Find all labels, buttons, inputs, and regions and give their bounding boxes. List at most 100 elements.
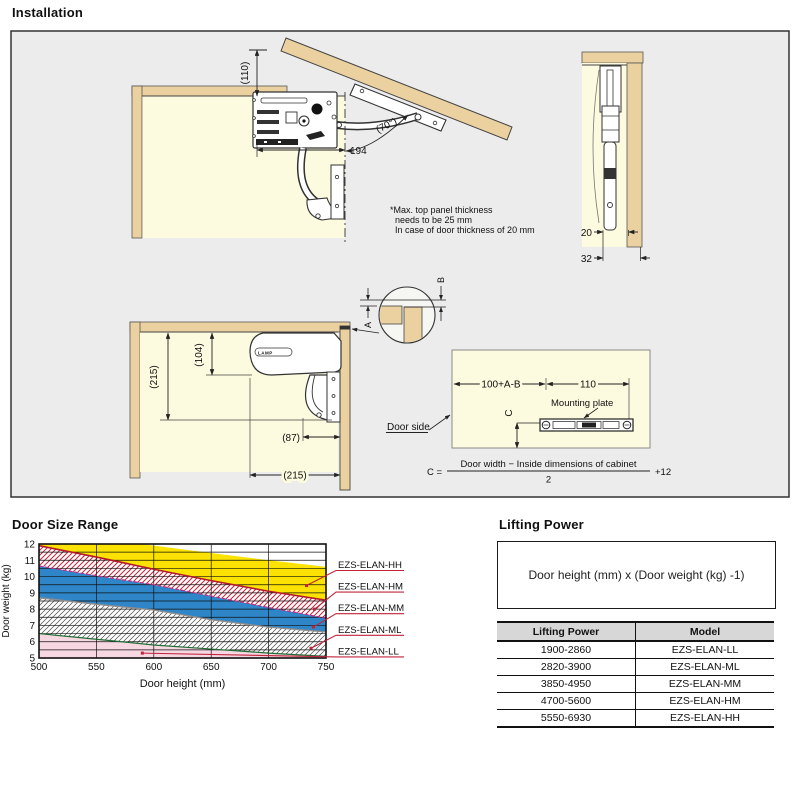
- dim-104: (104): [194, 343, 205, 366]
- mounting-plate-diagram: 100+A-B 110 Mounting plate C Door side C…: [386, 349, 671, 486]
- svg-text:+12: +12: [655, 467, 671, 478]
- leader-EZS-ELAN-LL: [142, 652, 404, 658]
- band-label-EZS-ELAN-MM: EZS-ELAN-MM: [338, 603, 404, 614]
- y-axis-title: Door weight (kg): [1, 564, 12, 637]
- table-header-cell: Model: [635, 621, 774, 642]
- x-tick-650: 650: [203, 662, 220, 673]
- open-door-panel: [280, 37, 513, 141]
- band-EZS-ELAN-LL: [39, 633, 326, 658]
- lifting-power-formula-box: Door height (mm) x (Door weight (kg) -1): [497, 541, 776, 609]
- lamp-logo: LAMP: [258, 351, 273, 356]
- leader-EZS-ELAN-MM: [313, 613, 404, 628]
- x-tick-600: 600: [145, 662, 162, 673]
- svg-text:needs to be 25 mm: needs to be 25 mm: [395, 215, 472, 225]
- plot-area: [39, 544, 326, 658]
- dim-c: C: [504, 409, 515, 416]
- x-tick-700: 700: [260, 662, 277, 673]
- mechanism-section: [592, 65, 622, 231]
- y-tick-10: 10: [24, 572, 36, 583]
- dim-b: B: [436, 277, 446, 283]
- leader-dot-EZS-ELAN-MM: [311, 625, 315, 629]
- band-label-EZS-ELAN-ML: EZS-ELAN-ML: [338, 625, 402, 636]
- x-tick-550: 550: [88, 662, 105, 673]
- band-EZS-ELAN-HM: [39, 545, 326, 619]
- table-cell: 3850-4950: [497, 675, 636, 693]
- dim-32: 32: [581, 254, 593, 265]
- band-EZS-ELAN-MM: [39, 565, 326, 632]
- folded-arm: [304, 371, 341, 423]
- leader-dot-EZS-ELAN-HH: [304, 584, 308, 588]
- svg-text:C =: C =: [427, 467, 443, 478]
- y-tick-9: 9: [29, 588, 35, 599]
- dim-215-vertical: (215): [149, 365, 160, 388]
- table-cell: EZS-ELAN-HH: [635, 709, 774, 728]
- table-cell: EZS-ELAN-ML: [635, 658, 774, 676]
- open-door-side-view: (110) 194 (70°) *Max. top panel thicknes…: [131, 37, 535, 245]
- leader-EZS-ELAN-ML: [310, 634, 404, 649]
- mounting-plate-label: Mounting plate: [551, 398, 613, 409]
- dim-20: 20: [581, 228, 593, 239]
- cabinet-side-panel: [131, 85, 143, 239]
- y-tick-7: 7: [29, 621, 35, 632]
- y-tick-8: 8: [29, 605, 35, 616]
- leader-dot-EZS-ELAN-HM: [313, 607, 317, 611]
- dim-100ab: 100+A-B: [481, 380, 521, 391]
- installation-heading: Installation: [12, 5, 84, 20]
- y-tick-12: 12: [24, 540, 36, 551]
- lift-arm-lower: [296, 147, 345, 221]
- corner-detail-circle: A B: [351, 277, 446, 344]
- table-cell: 4700-5600: [497, 692, 636, 710]
- dim-110b: 110: [580, 380, 596, 391]
- y-tick-11: 11: [25, 556, 36, 567]
- door-section-panel: [626, 62, 643, 248]
- band-label-EZS-ELAN-HM: EZS-ELAN-HM: [338, 582, 403, 593]
- door-bracket: [349, 83, 447, 132]
- x-tick-750: 750: [318, 662, 335, 673]
- leader-dot-EZS-ELAN-LL: [140, 651, 144, 655]
- installation-diagram: (110) 194 (70°) *Max. top panel thicknes…: [10, 30, 790, 498]
- table-cell: 1900-2860: [497, 641, 636, 659]
- svg-text:In case of door thickness of 2: In case of door thickness of 20 mm: [395, 225, 535, 235]
- c-formula: C = Door width − Inside dimensions of ca…: [427, 459, 671, 486]
- plot-border: [38, 543, 327, 659]
- mechanism-cover: LAMP: [249, 332, 342, 376]
- table-cell: 5550-6930: [497, 709, 636, 728]
- dim-194: 194: [350, 146, 367, 157]
- vertical-section-view: 20 32: [581, 51, 650, 265]
- lifting-power-formula: Door height (mm) x (Door weight (kg) -1): [528, 568, 745, 582]
- leader-EZS-ELAN-HH: [306, 569, 404, 587]
- band-label-EZS-ELAN-HH: EZS-ELAN-HH: [338, 560, 402, 571]
- table-header-cell: Lifting Power: [497, 621, 636, 642]
- table-cell: 2820-3900: [497, 658, 636, 676]
- dim-215-horizontal: (215): [283, 471, 306, 482]
- y-tick-5: 5: [29, 654, 35, 665]
- leader-EZS-ELAN-HM: [314, 591, 404, 610]
- x-axis-title: Door height (mm): [140, 678, 226, 690]
- table-cell: EZS-ELAN-LL: [635, 641, 774, 659]
- door-side-label: Door side: [387, 422, 430, 433]
- dim-a: A: [363, 322, 373, 328]
- band-EZS-ELAN-HH: [39, 544, 326, 601]
- x-tick-500: 500: [31, 662, 48, 673]
- lifting-power-heading: Lifting Power: [499, 517, 584, 532]
- table-cell: EZS-ELAN-HM: [635, 692, 774, 710]
- mounting-plate-drawing: [539, 418, 634, 432]
- svg-text:Door width − Inside dimensio: Door width − Inside dimensions of cabine…: [460, 459, 636, 470]
- svg-text:*Max. top panel thickness: *Max. top panel thickness: [390, 205, 493, 215]
- dim-110: (110): [240, 62, 251, 85]
- door-size-range-heading: Door Size Range: [12, 517, 119, 532]
- svg-text:2: 2: [546, 475, 551, 486]
- y-tick-6: 6: [29, 637, 35, 648]
- table-cell: EZS-ELAN-MM: [635, 675, 774, 693]
- band-label-EZS-ELAN-LL: EZS-ELAN-LL: [338, 646, 399, 657]
- top-panel-note: *Max. top panel thickness needs to be 25…: [390, 205, 535, 235]
- closed-door-side-view: LAMP (215) (104) (87) (215): [129, 321, 351, 491]
